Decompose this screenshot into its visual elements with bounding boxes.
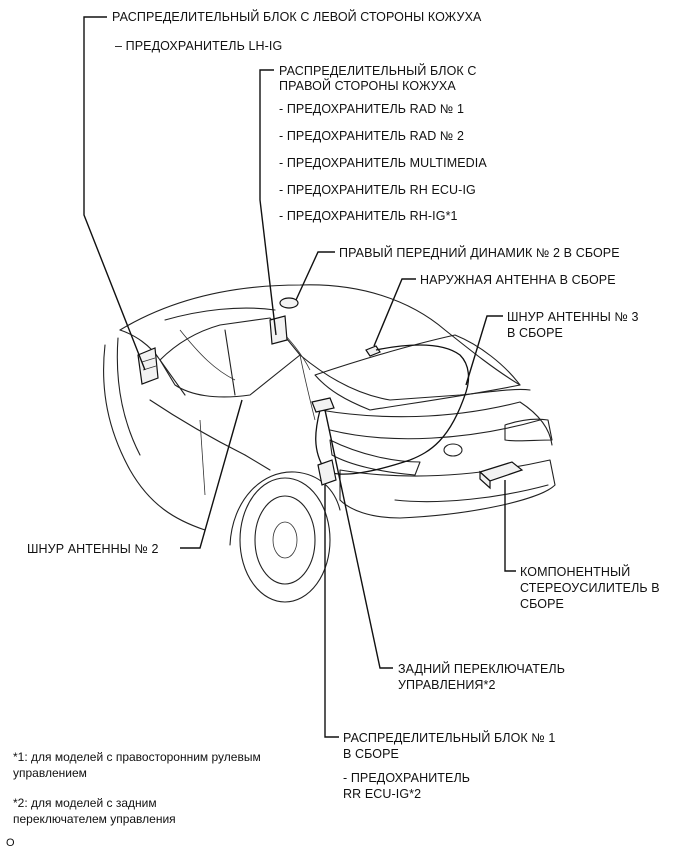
footnote-2-line2: переключателем управления	[13, 812, 176, 826]
footnote-1-line1: *1: для моделей с правосторонним рулевым	[13, 750, 261, 764]
label-front-speaker: ПРАВЫЙ ПЕРЕДНИЙ ДИНАМИК № 2 В СБОРЕ	[339, 246, 620, 260]
label-right-fuse-rad1: - ПРЕДОХРАНИТЕЛЬ RAD № 1	[279, 102, 465, 116]
label-right-fuse-rh-ecu-ig: - ПРЕДОХРАНИТЕЛЬ RH ECU-IG	[279, 183, 476, 197]
footnote-2-line1: *2: для моделей с задним	[13, 796, 157, 810]
junction-block-1-part	[317, 459, 337, 486]
label-rear-switch-line2: УПРАВЛЕНИЯ*2	[398, 678, 496, 692]
label-junction-block-1-fuse-line2: RR ECU-IG*2	[343, 787, 422, 801]
label-junction-block-1-line1: РАСПРЕДЕЛИТЕЛЬНЫЙ БЛОК № 1	[343, 731, 556, 745]
label-antenna-cord-2: ШНУР АНТЕННЫ № 2	[27, 542, 159, 556]
label-rear-switch-line1: ЗАДНИЙ ПЕРЕКЛЮЧАТЕЛЬ	[398, 662, 566, 676]
figure-code: O	[6, 837, 15, 849]
label-antenna-cord-3-line2: В СБОРЕ	[507, 326, 563, 340]
label-right-fuse-multimedia: - ПРЕДОХРАНИТЕЛЬ MULTIMEDIA	[279, 156, 487, 170]
label-junction-block-1-line2: В СБОРЕ	[343, 747, 399, 761]
left-cowl-block-part	[137, 347, 159, 385]
label-right-cowl-block-line2: ПРАВОЙ СТОРОНЫ КОЖУХА	[279, 79, 456, 93]
stereo-amplifier-part	[478, 461, 524, 490]
label-amplifier-line2: СТЕРЕОУСИЛИТЕЛЬ В	[520, 581, 660, 595]
footnote-1-line2: управлением	[13, 766, 87, 780]
rear-control-switch-part	[311, 397, 335, 413]
label-amplifier-line3: СБОРЕ	[520, 597, 564, 611]
outer-antenna-part	[365, 345, 381, 357]
label-outer-antenna: НАРУЖНАЯ АНТЕННА В СБОРЕ	[420, 273, 616, 287]
label-left-cowl-fuse: – ПРЕДОХРАНИТЕЛЬ LH-IG	[115, 39, 283, 53]
label-right-cowl-block-line1: РАСПРЕДЕЛИТЕЛЬНЫЙ БЛОК С	[279, 64, 477, 78]
label-right-fuse-rad2: - ПРЕДОХРАНИТЕЛЬ RAD № 2	[279, 129, 465, 143]
right-cowl-block-part	[269, 315, 288, 345]
label-right-fuse-rh-ig: - ПРЕДОХРАНИТЕЛЬ RH-IG*1	[279, 209, 458, 223]
label-left-cowl-block: РАСПРЕДЕЛИТЕЛЬНЫЙ БЛОК С ЛЕВОЙ СТОРОНЫ К…	[112, 10, 482, 24]
leader-lines	[83, 16, 516, 738]
antenna-cord-2-wire	[315, 391, 467, 475]
label-antenna-cord-3-line1: ШНУР АНТЕННЫ № 3	[507, 310, 639, 324]
label-junction-block-1-fuse-line1: - ПРЕДОХРАНИТЕЛЬ	[343, 771, 471, 785]
front-speaker-part	[279, 297, 299, 309]
car-body	[103, 284, 556, 603]
label-amplifier-line1: КОМПОНЕНТНЫЙ	[520, 565, 631, 579]
